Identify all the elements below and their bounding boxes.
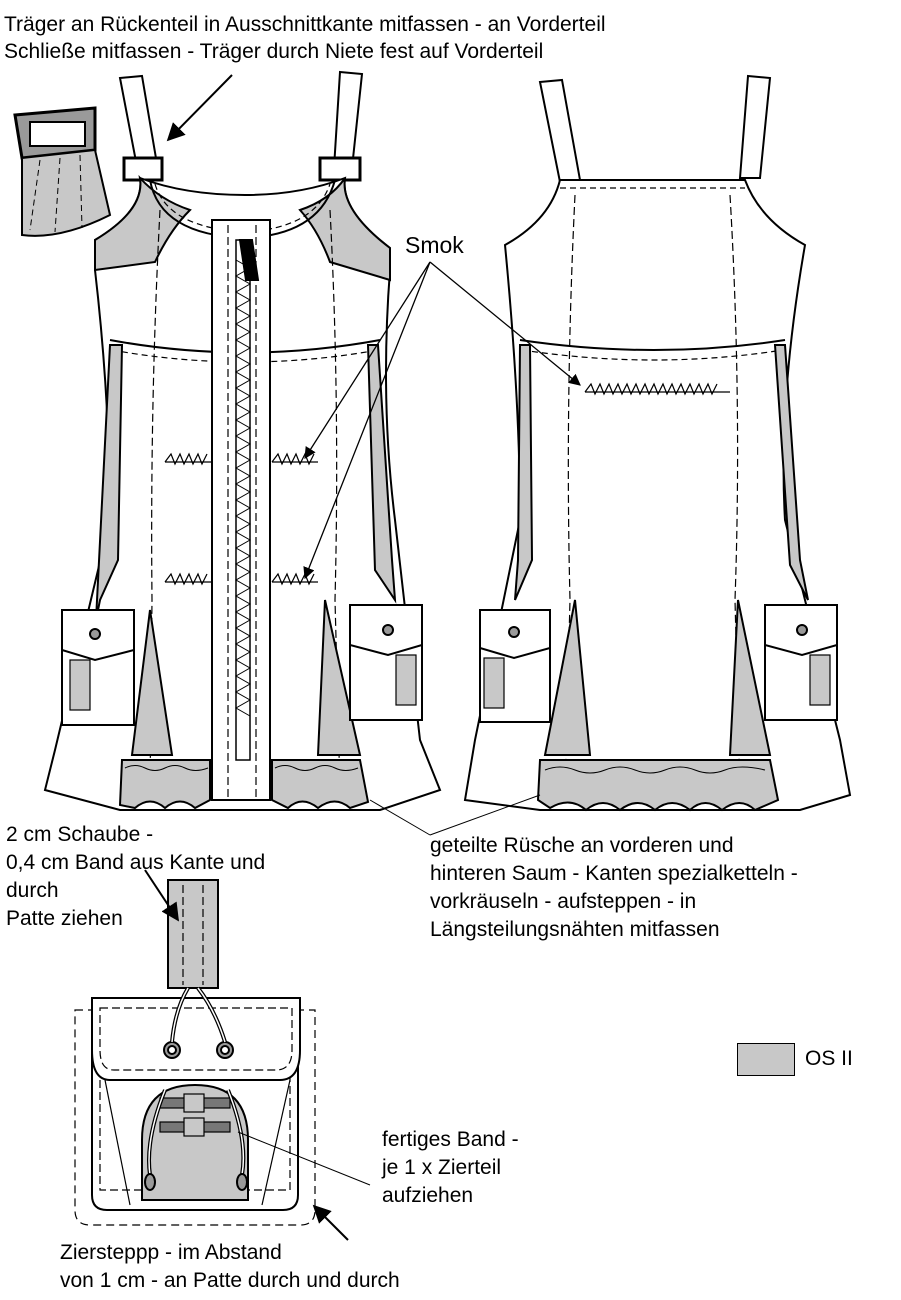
band-annotation-line2: je 1 x Zierteil bbox=[382, 1156, 502, 1179]
top-annotation-arrow bbox=[166, 74, 233, 142]
smok-arrow-front-lower bbox=[303, 261, 431, 580]
stitch-annotation-line2: von 1 cm - an Patte durch und durch bbox=[60, 1269, 400, 1292]
band-tube-leader bbox=[144, 869, 179, 922]
front-right-strap bbox=[332, 70, 364, 169]
zipper-pull bbox=[238, 239, 260, 281]
front-right-pocket bbox=[349, 604, 423, 721]
back-bodice bbox=[463, 179, 852, 811]
front-hem-ruffle-right bbox=[271, 759, 370, 810]
front-smock-1 bbox=[164, 452, 212, 466]
top-annotation-line2: Schließe mitfassen - Träger durch Niete … bbox=[4, 40, 544, 63]
ruffle-leader-back bbox=[429, 794, 541, 836]
smok-arrow-front-upper bbox=[304, 261, 431, 459]
back-smock bbox=[584, 382, 730, 396]
front-dress-view bbox=[43, 70, 442, 811]
front-left-buckle bbox=[122, 156, 164, 182]
left-annotation-line3: durch bbox=[6, 879, 59, 902]
ruffle-leader-front bbox=[369, 799, 431, 836]
back-left-godet bbox=[543, 599, 592, 756]
pocket-detail-inner-dome bbox=[141, 1083, 249, 1201]
front-left-shoulder-contrast bbox=[94, 174, 192, 272]
top-annotation-line1: Träger an Rückenteil in Ausschnittkante … bbox=[4, 13, 606, 36]
pocket-detail-flap bbox=[91, 997, 301, 1081]
back-right-pocket bbox=[764, 604, 838, 721]
ruffle-annotation-line1: geteilte Rüsche an vorderen und bbox=[430, 834, 734, 857]
front-smock-2 bbox=[271, 452, 318, 466]
band-annotation-line1: fertiges Band - bbox=[382, 1128, 519, 1151]
pocket-detail-band-tube bbox=[167, 879, 219, 989]
front-smock-3 bbox=[164, 572, 212, 586]
stitch-annotation-line1: Ziersteppp - im Abstand bbox=[60, 1241, 282, 1264]
front-hem-ruffle-left bbox=[118, 759, 211, 810]
band-annotation-line3: aufziehen bbox=[382, 1184, 474, 1207]
ruffle-annotation-line3: vorkräuseln - aufsteppen - in bbox=[430, 890, 697, 913]
zipper-teeth bbox=[235, 239, 251, 761]
ruffle-annotation-line4: Längsteilungsnähten mitfassen bbox=[430, 918, 720, 941]
back-right-godet bbox=[728, 599, 772, 756]
ruffle-annotation-line2: hinteren Saum - Kanten spezialketteln - bbox=[430, 862, 798, 885]
zierstepp-arrow bbox=[312, 1204, 349, 1241]
front-right-side-contrast bbox=[366, 344, 397, 604]
back-left-side-contrast bbox=[514, 344, 534, 601]
legend-label: OS II bbox=[805, 1047, 853, 1070]
pocket-detail bbox=[74, 879, 316, 1226]
back-dress-view bbox=[463, 74, 852, 812]
front-left-pocket bbox=[61, 609, 135, 726]
smok-label: Smok bbox=[405, 232, 464, 258]
back-right-side-contrast bbox=[773, 344, 809, 601]
front-right-buckle bbox=[318, 156, 362, 182]
left-annotation-line2: 0,4 cm Band aus Kante und bbox=[6, 851, 266, 874]
back-left-strap bbox=[538, 78, 582, 184]
fertiges-band-leader bbox=[237, 1131, 371, 1186]
smok-arrow-back bbox=[429, 261, 581, 386]
left-annotation-line4: Patte ziehen bbox=[6, 907, 123, 930]
left-annotation-line1: 2 cm Schaube - bbox=[6, 823, 154, 846]
back-right-strap bbox=[738, 74, 772, 179]
legend-swatch-os-ii bbox=[737, 1043, 795, 1076]
front-left-godet bbox=[130, 609, 174, 756]
front-left-side-contrast bbox=[95, 344, 124, 621]
leader-lines bbox=[144, 74, 581, 1241]
strap-buckle-detail bbox=[13, 106, 112, 237]
back-left-pocket bbox=[479, 609, 551, 723]
